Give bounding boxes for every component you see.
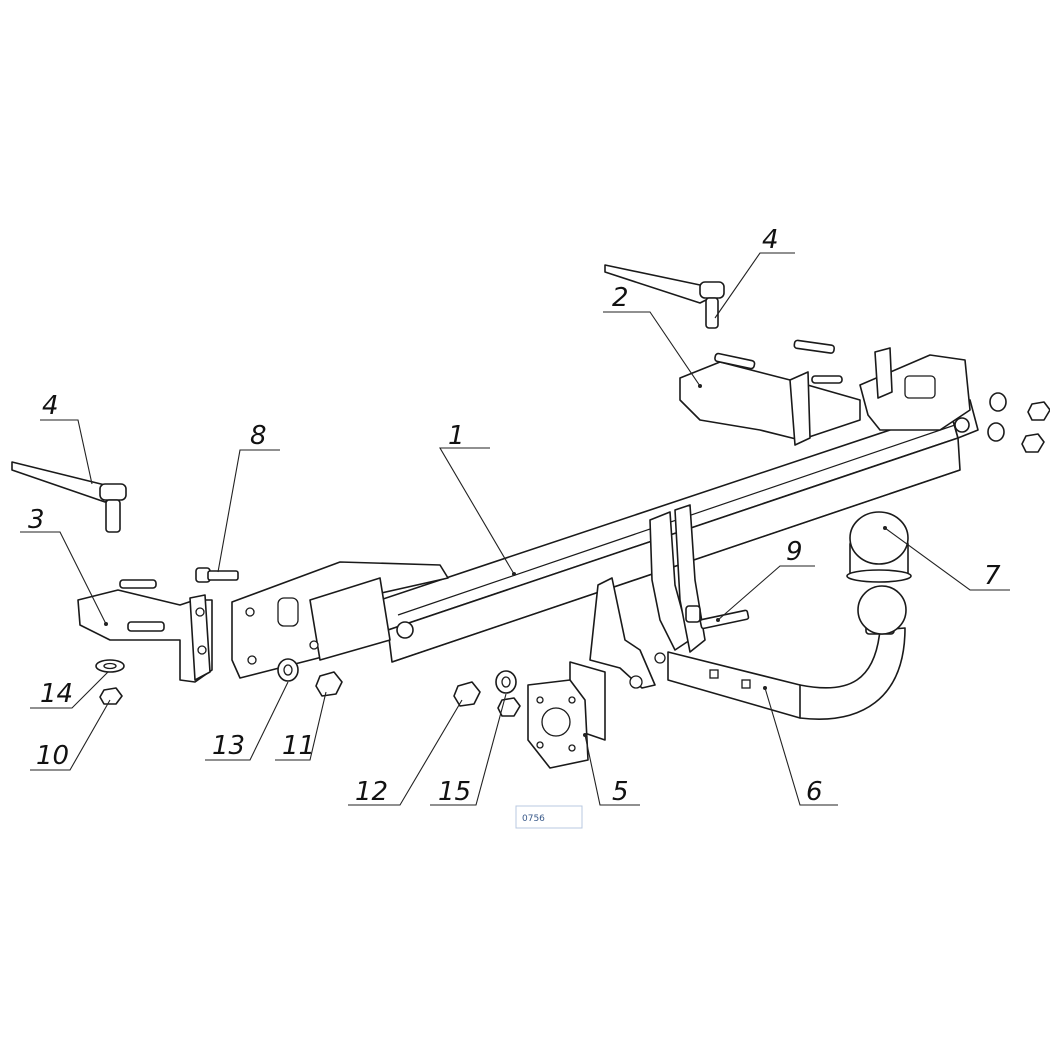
stamp-text: 0756: [522, 814, 545, 824]
plate-slot-icon: [904, 375, 936, 399]
plate-hole-icon: [309, 640, 319, 650]
bolt-icon: [811, 375, 843, 384]
leader-7: [884, 527, 1010, 591]
part-10-nut: [99, 687, 123, 705]
leader-9: [717, 565, 815, 621]
callout-5: 5: [612, 777, 629, 807]
arm-hole-icon: [741, 679, 751, 689]
part-1-left-plate: [231, 561, 449, 679]
plate-hole-icon: [247, 655, 257, 665]
bolt-icon: [119, 579, 157, 589]
callout-7: 7: [984, 561, 1001, 591]
plate-hole-icon: [536, 741, 544, 749]
callout-9: 9: [786, 537, 803, 567]
leader-11: [275, 691, 327, 761]
callout-2: 2: [612, 283, 629, 313]
bolt-shank-icon: [705, 297, 719, 329]
callout-14: 14: [40, 679, 73, 709]
callout-10: 10: [36, 741, 69, 771]
leader-6: [764, 687, 838, 806]
callout-1: 1: [448, 421, 465, 451]
leader-2: [603, 311, 701, 387]
part-1-right-plate: [859, 347, 971, 433]
callout-4-right: 4: [762, 225, 779, 255]
nut-icon: [396, 621, 414, 639]
part-number-stamp: 0756: [515, 805, 583, 829]
leader-lines: [20, 252, 1010, 806]
socket-opening-icon: [541, 707, 571, 737]
callout-12: 12: [355, 777, 388, 807]
leader-5: [584, 734, 640, 806]
callout-labels: 1 2 3 4 4 5 6 7 8 9 10 11 12 13 14 15: [28, 225, 1001, 807]
bolt-icon: [127, 621, 165, 632]
bolt-icon: [714, 352, 756, 370]
part-14-washer: [95, 659, 125, 673]
part-4-strap-left: [11, 461, 127, 533]
leader-1: [439, 447, 515, 575]
leader-10: [30, 699, 111, 771]
leader-4b: [40, 419, 93, 485]
callout-15: 15: [438, 777, 471, 807]
leader-12: [348, 699, 463, 806]
leader-13: [205, 681, 289, 761]
arm-hole-icon: [709, 669, 719, 679]
part-8-bolt: [195, 567, 239, 583]
plate-slot-icon: [277, 597, 299, 627]
part-11-nut: [315, 671, 343, 697]
part-12-nut: [453, 681, 481, 707]
callout-8: 8: [250, 421, 267, 451]
part-6-ball-arm: [667, 585, 907, 720]
right-fastener-set: [987, 392, 1050, 453]
leader-4a: [714, 252, 795, 319]
nut-icon: [954, 417, 970, 433]
callout-11: 11: [282, 731, 315, 761]
plate-hole-icon: [195, 607, 205, 617]
leader-14: [30, 671, 109, 709]
plate-hole-icon: [197, 645, 207, 655]
bracket-hole-icon: [629, 675, 643, 689]
part-2-right-bracket: [679, 339, 861, 446]
callout-4-left: 4: [42, 391, 59, 421]
callout-3: 3: [28, 505, 45, 535]
part-4-strap-right: [604, 264, 725, 329]
plate-hole-icon: [536, 696, 544, 704]
bolt-head-icon: [699, 281, 725, 299]
part-5-socket-plate: [527, 661, 606, 769]
plate-hole-icon: [245, 607, 255, 617]
part-9-bolt: [685, 605, 750, 630]
part-7-ball-cover: [846, 511, 912, 583]
leader-15: [430, 693, 507, 806]
part-13-washer: [277, 658, 299, 682]
tow-ball-icon: [857, 585, 907, 635]
callout-13: 13: [212, 731, 245, 761]
bolt-head-icon: [99, 483, 127, 501]
callout-6: 6: [806, 777, 823, 807]
part-3-left-bracket: [77, 579, 213, 683]
bracket-hole-icon: [654, 652, 666, 664]
bolt-icon: [793, 339, 836, 354]
leader-8: [217, 449, 280, 573]
bolt-shank-icon: [105, 499, 121, 533]
plate-hole-icon: [568, 744, 576, 752]
plate-hole-icon: [568, 696, 576, 704]
leader-3: [20, 531, 107, 625]
part-15-washer-nut: [495, 670, 521, 717]
